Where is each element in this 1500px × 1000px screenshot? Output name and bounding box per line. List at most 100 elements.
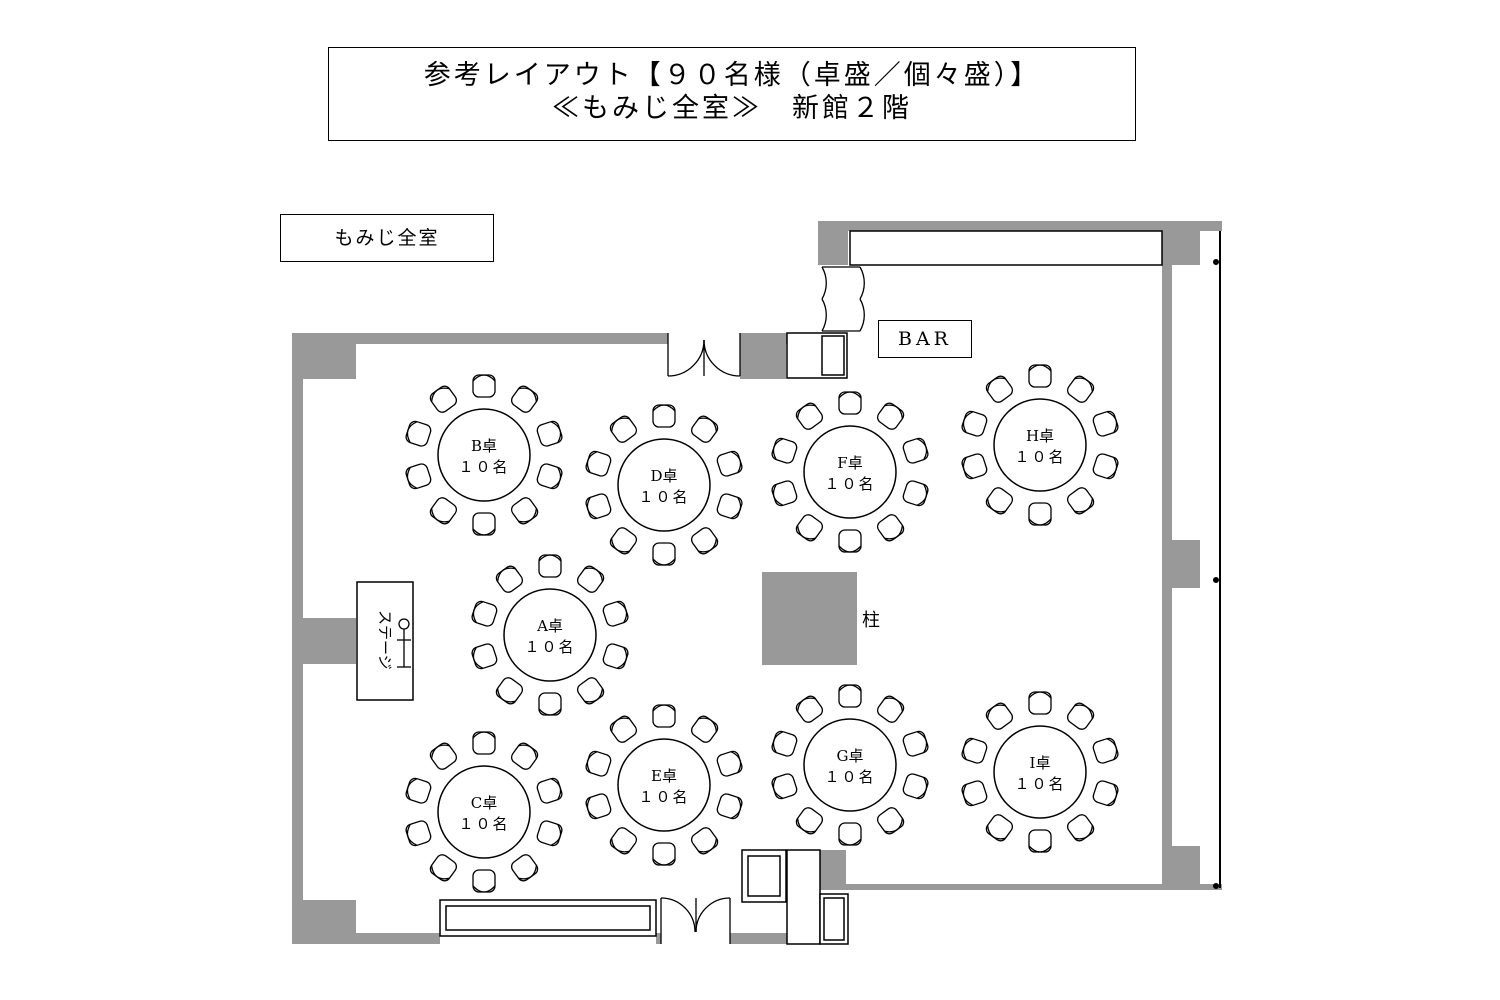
chair <box>1092 410 1119 437</box>
service-furniture <box>439 332 849 945</box>
chair <box>876 402 905 430</box>
chair <box>472 869 496 893</box>
chair <box>536 420 563 447</box>
wall-bottom-east <box>846 884 1222 890</box>
wall-bottom-mid <box>656 933 661 944</box>
wall-top-east <box>818 221 1222 231</box>
chair <box>602 643 629 670</box>
chair <box>609 415 638 443</box>
table-name: H卓 <box>1026 427 1054 445</box>
chair <box>472 512 496 536</box>
chair <box>652 542 676 566</box>
chair <box>1092 780 1119 807</box>
chair <box>716 750 743 777</box>
table-seats: １０名 <box>824 475 875 493</box>
table-name: F卓 <box>837 454 862 472</box>
table-name: E卓 <box>651 767 677 785</box>
chair <box>690 715 719 743</box>
table-top <box>993 725 1087 819</box>
chair <box>429 742 458 770</box>
chair <box>1066 814 1095 842</box>
title-box: 参考レイアウト【９０名様（卓盛／個々盛）】 ≪もみじ全室≫ 新館２階 <box>328 47 1136 141</box>
chair <box>1092 737 1119 764</box>
table-top <box>437 408 531 502</box>
pillar-block-8 <box>1162 846 1200 890</box>
chair <box>1028 502 1052 526</box>
chair <box>495 565 524 593</box>
chair <box>690 827 719 855</box>
wall-top-left <box>292 333 668 344</box>
chair <box>795 514 824 542</box>
table-C: C卓 １０名 <box>405 731 563 893</box>
chair <box>1028 829 1052 853</box>
chair <box>536 777 563 804</box>
chair <box>795 807 824 835</box>
chair <box>429 497 458 525</box>
table-B: B卓 １０名 <box>405 374 563 536</box>
chair <box>609 827 638 855</box>
chair <box>536 463 563 490</box>
room-label: もみじ全室 <box>280 214 494 262</box>
chair <box>1028 364 1052 388</box>
chair <box>961 453 988 480</box>
chair <box>838 391 862 415</box>
table-name: I卓 <box>1030 754 1051 772</box>
chair <box>585 450 612 477</box>
wall-bottom-right <box>730 933 788 944</box>
table-seats: １０名 <box>824 768 875 786</box>
title-line-2: ≪もみじ全室≫ 新館２階 <box>552 93 912 124</box>
table-top <box>993 398 1087 492</box>
chair <box>690 415 719 443</box>
chair <box>472 374 496 398</box>
table-top <box>437 765 531 859</box>
table-name: C卓 <box>471 794 497 812</box>
table-top <box>803 425 897 519</box>
pillar-block-2 <box>292 618 356 664</box>
chair <box>576 677 605 705</box>
chair <box>510 854 539 882</box>
chair <box>510 742 539 770</box>
table-seats: １０名 <box>1014 448 1065 466</box>
chair <box>429 385 458 413</box>
chair <box>576 565 605 593</box>
bar-label: BAR <box>878 320 972 358</box>
pillar-block-6 <box>1162 221 1200 265</box>
chair <box>429 854 458 882</box>
counter-top <box>849 230 1163 266</box>
chair <box>902 773 929 800</box>
chair <box>538 554 562 578</box>
chair <box>838 684 862 708</box>
chair <box>961 410 988 437</box>
table-seats: １０名 <box>458 815 509 833</box>
chair <box>405 820 432 847</box>
title-line-1: 参考レイアウト【９０名様（卓盛／個々盛）】 <box>423 60 1041 91</box>
table-top <box>617 738 711 832</box>
pillar-block-9 <box>820 850 846 890</box>
pillar-block-7 <box>1162 540 1200 588</box>
chair <box>716 450 743 477</box>
table-seats: １０名 <box>1014 775 1065 793</box>
chair <box>902 730 929 757</box>
pillar-block-3 <box>292 900 356 944</box>
chair <box>471 600 498 627</box>
chair <box>405 420 432 447</box>
chair <box>1066 702 1095 730</box>
window-line <box>1213 231 1221 889</box>
table-I: I卓 １０名 <box>961 691 1119 853</box>
chair <box>585 750 612 777</box>
chair <box>902 437 929 464</box>
chair <box>1092 453 1119 480</box>
chair <box>538 692 562 716</box>
microphone-icon <box>397 618 411 668</box>
chair <box>1066 375 1095 403</box>
chair <box>985 487 1014 515</box>
table-seats: １０名 <box>458 458 509 476</box>
chair <box>652 704 676 728</box>
chair <box>985 702 1014 730</box>
chair <box>985 814 1014 842</box>
table-top <box>503 588 597 682</box>
table-name: B卓 <box>471 437 497 455</box>
